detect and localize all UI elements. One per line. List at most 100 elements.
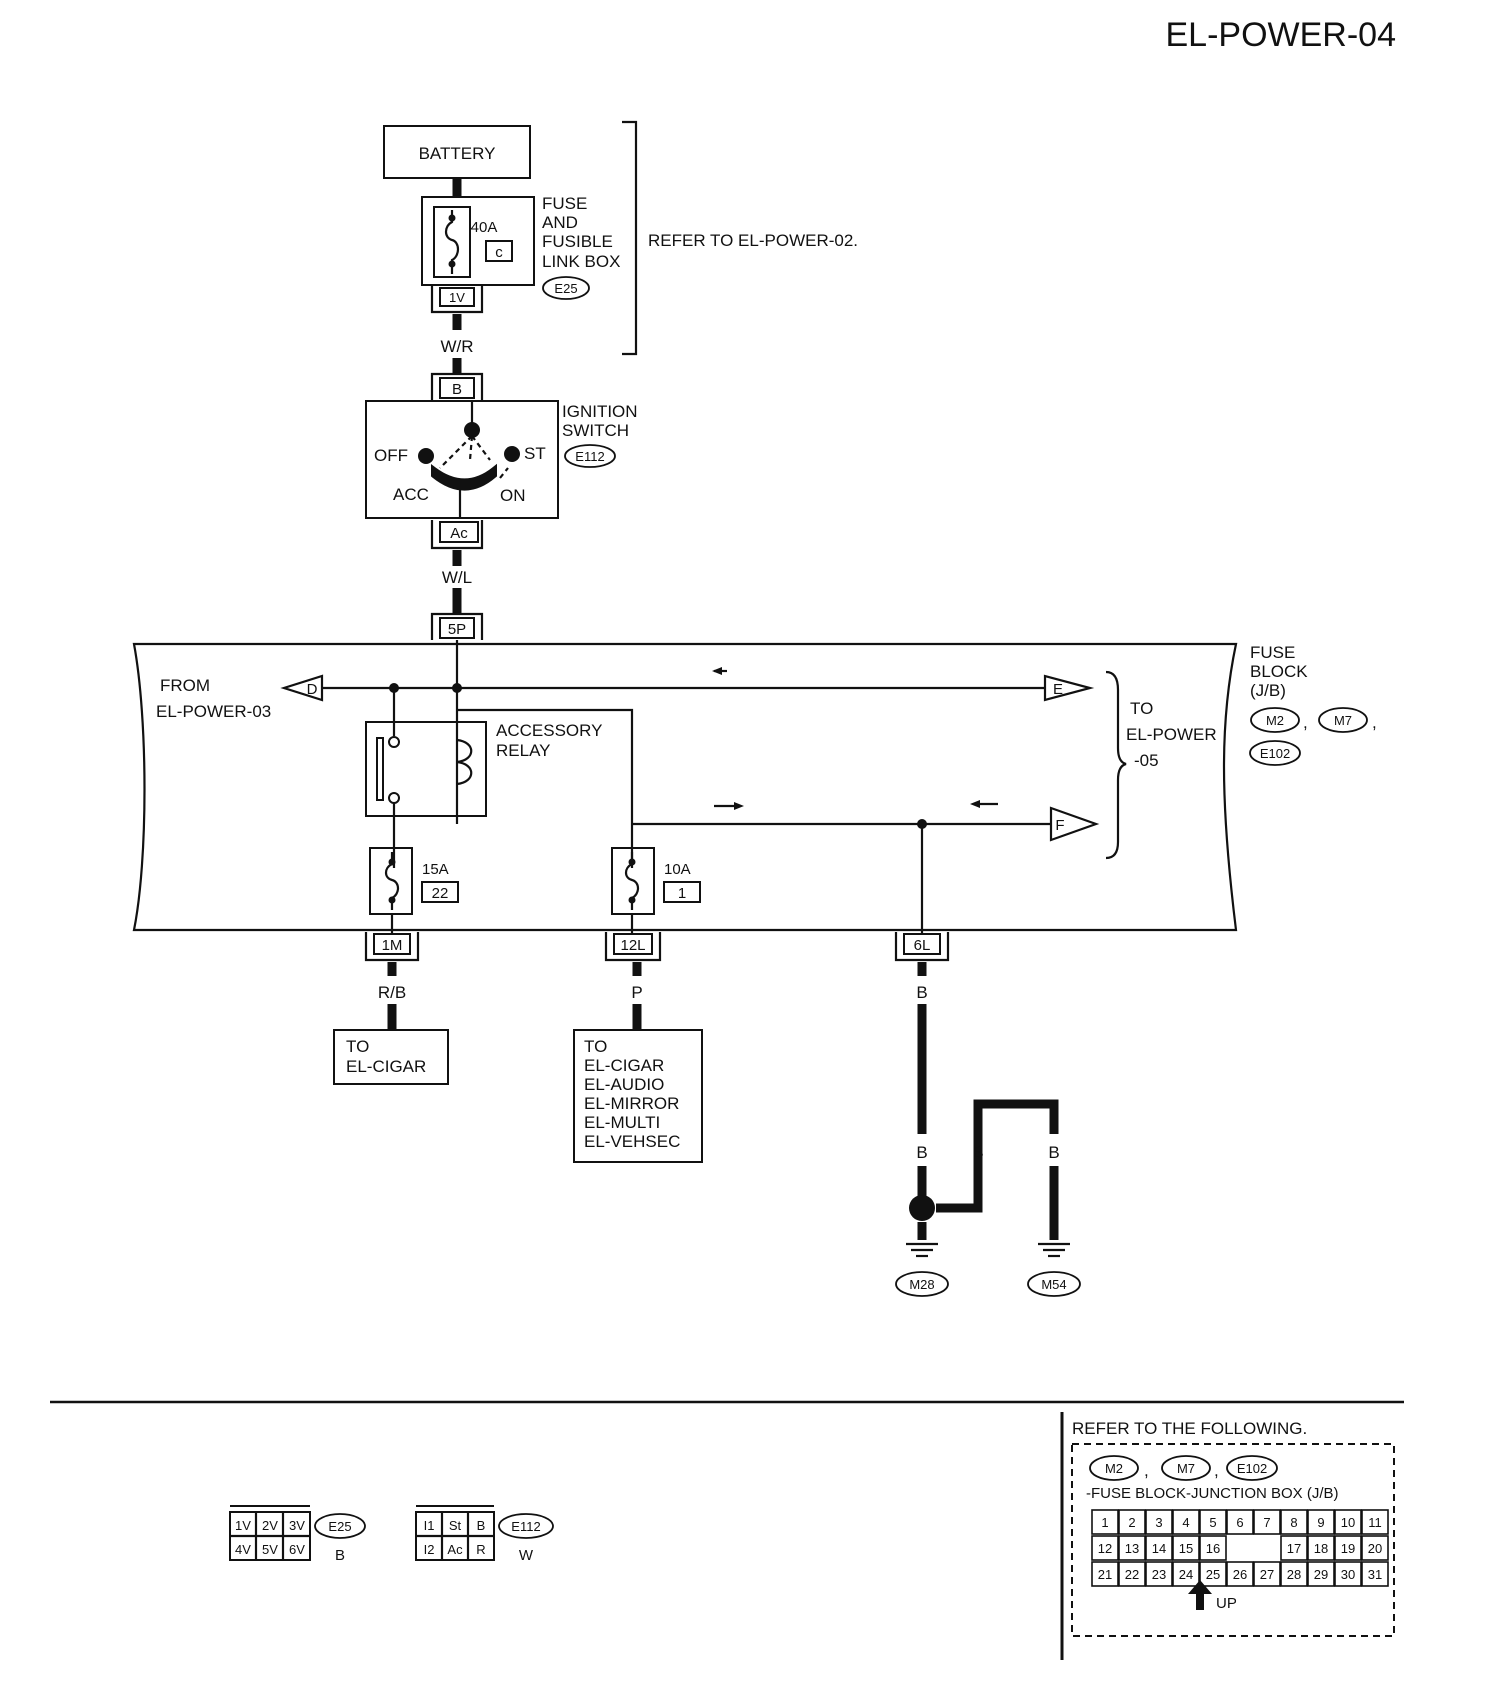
refer-bracket: [622, 120, 638, 356]
terminal-ac: Ac: [450, 525, 468, 542]
svg-text:M2: M2: [1105, 1461, 1123, 1476]
dest-cigar-box: [333, 1029, 449, 1085]
wire-color-b: B: [916, 983, 927, 1002]
position-st: ST: [524, 444, 546, 463]
fuse2-amp: 10A: [664, 861, 691, 878]
from-label-1: FROM: [160, 676, 210, 695]
fuse2-num: 1: [678, 885, 686, 902]
svg-text:E102: E102: [1237, 1461, 1267, 1476]
svg-text:M7: M7: [1177, 1461, 1195, 1476]
up-arrow-icon: [1188, 1580, 1212, 1610]
terminal-cell: [1199, 1509, 1227, 1535]
svg-text:2V: 2V: [262, 1518, 278, 1533]
terminal-number: 5: [1209, 1515, 1216, 1530]
svg-text:,: ,: [1144, 1461, 1149, 1480]
ground-m54-tag: [1027, 1271, 1081, 1297]
arrow-e: [1043, 674, 1095, 702]
reference-e102-tag: [1226, 1455, 1278, 1481]
dest-multi-1: TO: [584, 1037, 607, 1056]
connector-e112-label: E112: [575, 449, 604, 464]
fuse-10a: 10A 1: [611, 847, 701, 915]
terminal-number: 30: [1341, 1567, 1355, 1582]
relay-label-1: ACCESSORY: [496, 721, 602, 740]
terminal-cell: [1172, 1509, 1200, 1535]
fuse-15a: 15A 22: [369, 847, 459, 915]
terminal-number: 24: [1179, 1567, 1193, 1582]
svg-text:,: ,: [1303, 713, 1308, 732]
terminal-1v: 1V: [449, 290, 465, 305]
svg-text:,: ,: [1214, 1461, 1219, 1480]
reference-box: [1071, 1443, 1395, 1637]
terminal-cell: [1226, 1561, 1254, 1587]
svg-text:B: B: [916, 1143, 927, 1162]
svg-text:D: D: [307, 681, 318, 698]
reference-caption: -FUSE BLOCK-JUNCTION BOX (J/B): [1086, 1485, 1339, 1502]
terminal-number: 27: [1260, 1567, 1274, 1582]
dest-multi-5: EL-MULTI: [584, 1113, 660, 1132]
terminal-number: 9: [1317, 1515, 1324, 1530]
position-on: ON: [500, 486, 526, 505]
reference-m7-tag: [1161, 1455, 1211, 1481]
svg-text:E: E: [1053, 681, 1063, 698]
svg-text:W: W: [519, 1547, 534, 1564]
reference-m2-tag: [1089, 1455, 1139, 1481]
terminal-cell: [1307, 1535, 1335, 1561]
terminal-cell: [1280, 1561, 1308, 1587]
svg-text:,: ,: [1372, 713, 1377, 732]
svg-text:E25: E25: [328, 1519, 351, 1534]
terminal-cell: [1307, 1509, 1335, 1535]
terminal-number: 8: [1290, 1515, 1297, 1530]
terminal-cell: [1091, 1561, 1119, 1587]
fuse1-num: 22: [432, 885, 449, 902]
arrow-f: [1049, 806, 1100, 842]
to-label-2: EL-POWER: [1126, 725, 1217, 744]
reference-heading: REFER TO THE FOLLOWING.: [1072, 1419, 1307, 1438]
terminal-5p: 5P: [448, 621, 466, 638]
terminal-cell: [1361, 1535, 1389, 1561]
svg-text:F: F: [1055, 817, 1064, 834]
connector-m2-tag: [1250, 707, 1300, 733]
dest-multi-2: EL-CIGAR: [584, 1056, 664, 1075]
terminal-cell: [1145, 1509, 1173, 1535]
svg-text:R: R: [476, 1542, 485, 1557]
connector-e102-tag: [1249, 740, 1301, 766]
fusible-link-label-1: FUSE: [542, 194, 587, 213]
terminal-number: 14: [1152, 1541, 1166, 1556]
connector-e25-tag: [542, 276, 590, 300]
svg-text:4V: 4V: [235, 1542, 251, 1557]
dest-cigar-1: TO: [346, 1037, 369, 1056]
terminal-number: 1: [1101, 1515, 1108, 1530]
fuse-block-outline: [132, 642, 1238, 932]
terminal-number: 13: [1125, 1541, 1139, 1556]
ground-m28-tag: [895, 1271, 949, 1297]
terminal-cell: [1118, 1561, 1146, 1587]
terminal-cell: [1334, 1535, 1362, 1561]
terminal-b: B: [452, 381, 462, 398]
terminal-number: 20: [1368, 1541, 1382, 1556]
wire-color-wr: W/R: [440, 337, 473, 356]
fusible-link-label-2: AND: [542, 213, 578, 232]
terminal-number: 17: [1287, 1541, 1301, 1556]
ignition-label-2: SWITCH: [562, 421, 629, 440]
connector-e25-label: E25: [554, 281, 577, 296]
to-label-1: TO: [1130, 699, 1153, 718]
terminal-number: 31: [1368, 1567, 1382, 1582]
fusible-link-amp: 40A: [471, 219, 498, 236]
terminal-cell: [1091, 1535, 1119, 1561]
fuse-block-label-3: (J/B): [1250, 681, 1286, 700]
ground-m54-symbol: [1038, 1242, 1070, 1258]
terminal-number: 26: [1233, 1567, 1247, 1582]
refer-note: REFER TO EL-POWER-02.: [648, 231, 858, 250]
terminal-number: 7: [1263, 1515, 1270, 1530]
terminal-number: 16: [1206, 1541, 1220, 1556]
terminal-number: 11: [1368, 1515, 1382, 1530]
svg-text:St: St: [449, 1518, 462, 1533]
dest-cigar-2: EL-CIGAR: [346, 1057, 426, 1076]
terminal-cell: [1280, 1535, 1308, 1561]
position-acc: ACC: [393, 485, 429, 504]
terminal-cell: [1253, 1509, 1281, 1535]
to-label-3: -05: [1134, 751, 1159, 770]
terminal-cell: [1361, 1561, 1389, 1587]
